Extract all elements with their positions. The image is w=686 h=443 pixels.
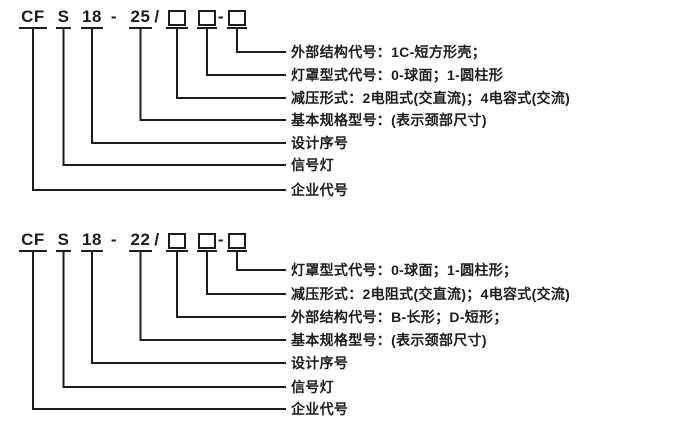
connector-signal-lamp xyxy=(62,252,286,388)
code-design: 18 xyxy=(81,231,103,252)
label-company-code: 企业代号 xyxy=(291,182,349,198)
code-product: S xyxy=(56,231,71,252)
label-signal-lamp: 信号灯 xyxy=(291,379,334,395)
code-company: CF xyxy=(19,8,47,29)
connector-lampshade-type xyxy=(236,252,286,271)
label-lampshade-type-code: 灯罩型式代号：0-球面；1-圆柱形； xyxy=(291,262,518,278)
code-spec: 25 xyxy=(129,8,152,29)
placeholder-box-glyph xyxy=(228,233,246,249)
placeholder-box-2 xyxy=(197,8,217,29)
connector-signal-lamp xyxy=(62,28,286,166)
code-box-dash: - xyxy=(217,230,225,249)
label-basic-spec-model: 基本规格型号：(表示颈部尺寸) xyxy=(291,112,487,128)
placeholder-box-glyph xyxy=(198,233,216,249)
label-voltage-reduction-form: 减压形式：2电阻式(交直流)；4电容式(交流) xyxy=(291,90,571,106)
code-product: S xyxy=(56,8,71,29)
connector-lines-bottom xyxy=(32,252,286,410)
connector-voltage-reduction xyxy=(206,252,286,295)
connector-basic-spec xyxy=(139,252,286,341)
label-design-serial: 设计序号 xyxy=(291,355,349,371)
placeholder-box-2 xyxy=(197,231,217,252)
label-basic-spec-model: 基本规格型号：(表示颈部尺寸) xyxy=(291,332,487,348)
code-design: 18 xyxy=(81,8,103,29)
placeholder-box-glyph xyxy=(168,233,186,249)
connector-external-structure xyxy=(236,28,286,53)
placeholder-box-glyph xyxy=(228,10,246,26)
connector-voltage-reduction xyxy=(176,28,286,99)
placeholder-box-3 xyxy=(227,8,247,29)
code-spec: 22 xyxy=(129,231,152,252)
connector-external-structure xyxy=(176,252,286,318)
connector-design-serial xyxy=(91,252,286,364)
placeholder-box-1 xyxy=(166,8,188,29)
code-dash: - xyxy=(110,230,118,249)
label-company-code: 企业代号 xyxy=(291,401,349,417)
connector-lampshade-type xyxy=(206,28,286,76)
label-external-structure-code: 外部结构代号：1C-短方形壳； xyxy=(291,44,487,60)
placeholder-box-glyph xyxy=(198,10,216,26)
placeholder-box-1 xyxy=(166,231,188,252)
code-box-dash: - xyxy=(217,7,225,26)
code-dash: - xyxy=(110,7,118,26)
code-slash: / xyxy=(154,7,160,26)
code-company: CF xyxy=(19,231,47,252)
placeholder-box-glyph xyxy=(168,10,186,26)
label-external-structure-code: 外部结构代号：B-长形；D-短形； xyxy=(291,309,508,325)
code-slash: / xyxy=(154,230,160,249)
label-design-serial: 设计序号 xyxy=(291,135,349,151)
connector-basic-spec xyxy=(139,28,286,121)
label-signal-lamp: 信号灯 xyxy=(291,157,334,173)
label-lampshade-type-code: 灯罩型式代号：0-球面；1-圆柱形 xyxy=(291,67,503,83)
connector-company-code xyxy=(32,252,286,410)
placeholder-box-3 xyxy=(227,231,247,252)
connector-company-code xyxy=(32,28,286,191)
connector-design-serial xyxy=(91,28,286,144)
label-voltage-reduction-form: 减压形式：2电阻式(交直流)；4电容式(交流) xyxy=(291,286,571,302)
connector-lines-top xyxy=(32,28,286,191)
